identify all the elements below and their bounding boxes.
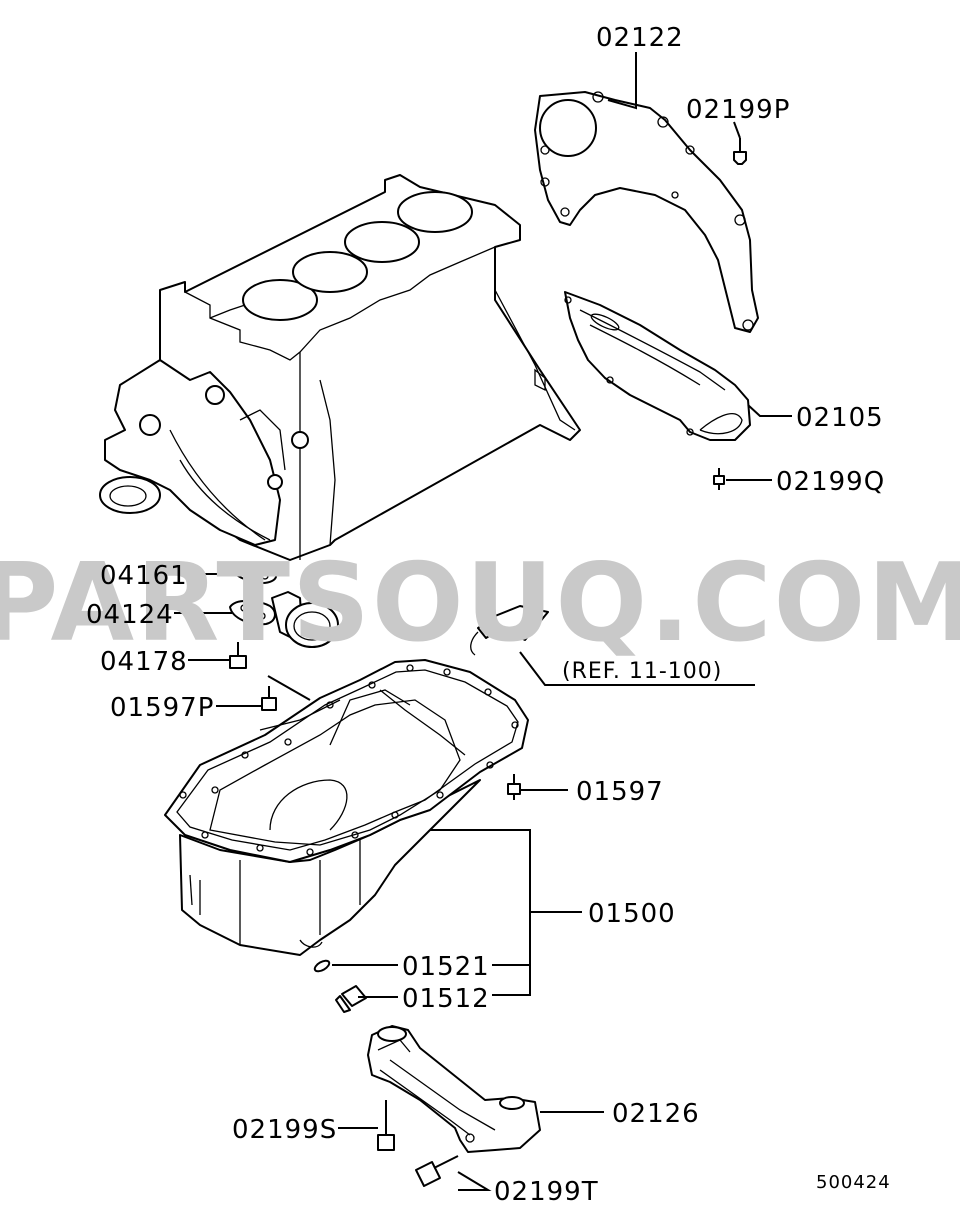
callout-02199T: 02199T xyxy=(494,1177,599,1207)
callout-04178: 04178 xyxy=(100,647,188,677)
sealant-tube xyxy=(470,605,549,656)
bolt-02199Q xyxy=(713,468,725,490)
rear-plate xyxy=(534,91,759,333)
callout-01597: 01597 xyxy=(576,777,664,807)
callout-04161: 04161 xyxy=(100,561,188,591)
callout-02199Q: 02199Q xyxy=(776,467,885,497)
rear-plate-lower xyxy=(564,291,751,441)
callout-01597P: 01597P xyxy=(110,693,214,723)
bracket-02126 xyxy=(367,1025,541,1153)
watermark-text: PARTSOUQ.COM xyxy=(0,541,960,666)
oil-pan xyxy=(164,659,529,956)
bolt-04178 xyxy=(229,642,247,669)
callout-02105: 02105 xyxy=(796,403,884,433)
reference-note: (REF. 11-100) xyxy=(562,659,722,684)
leader-lines xyxy=(174,52,792,1191)
callout-02199P: 02199P xyxy=(686,95,790,125)
bolt-02199P xyxy=(733,138,747,165)
callout-02122: 02122 xyxy=(596,23,684,53)
figure-number: 500424 xyxy=(816,1172,891,1193)
gasket-01521 xyxy=(313,959,331,973)
engine-block xyxy=(99,174,581,561)
drain-plug-01512 xyxy=(335,985,367,1013)
gasket-04161 xyxy=(231,562,278,584)
callout-01512: 01512 xyxy=(402,984,490,1014)
bolt-02199T xyxy=(415,1155,459,1187)
callout-01500: 01500 xyxy=(588,899,676,929)
callout-02199S: 02199S xyxy=(232,1115,337,1145)
callout-02126: 02126 xyxy=(612,1099,700,1129)
bolt-01597 xyxy=(507,774,521,800)
bolt-02199S xyxy=(377,1100,395,1151)
bolt-01597P xyxy=(261,686,277,711)
callout-01521: 01521 xyxy=(402,952,490,982)
oil-strainer-04124 xyxy=(229,591,339,648)
callout-04124: 04124 xyxy=(86,600,174,630)
